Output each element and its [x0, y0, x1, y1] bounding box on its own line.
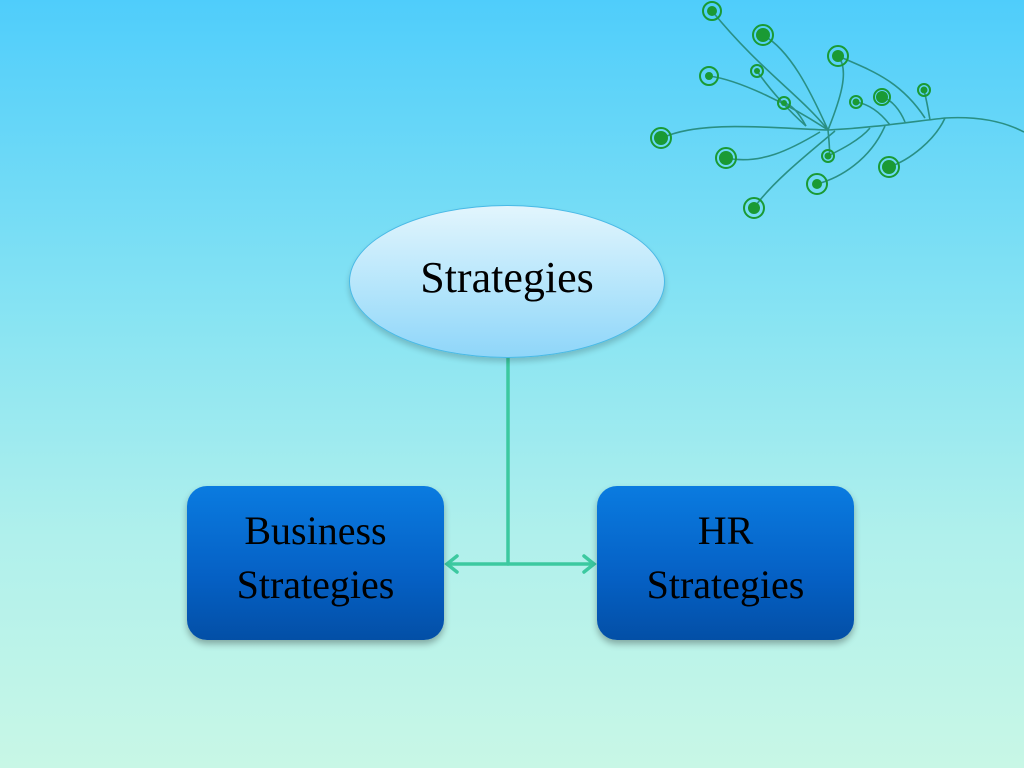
arrow-right-icon [582, 554, 597, 574]
child-node-label-line2: Strategies [236, 562, 395, 607]
arrow-left-icon [444, 554, 459, 574]
root-node-label: Strategies [420, 253, 594, 302]
child-node-label-line1: HR [697, 508, 754, 553]
child-node-label-line2: Strategies [646, 562, 805, 607]
vine-ornament-icon [650, 1, 1024, 219]
child-node-business-strategies: Business Strategies [187, 486, 444, 640]
vine-circles [650, 1, 931, 219]
child-node-label-line1: Business [244, 508, 387, 553]
child-node-hr-strategies: HR Strategies [597, 486, 854, 640]
root-node-strategies: Strategies [349, 205, 665, 358]
